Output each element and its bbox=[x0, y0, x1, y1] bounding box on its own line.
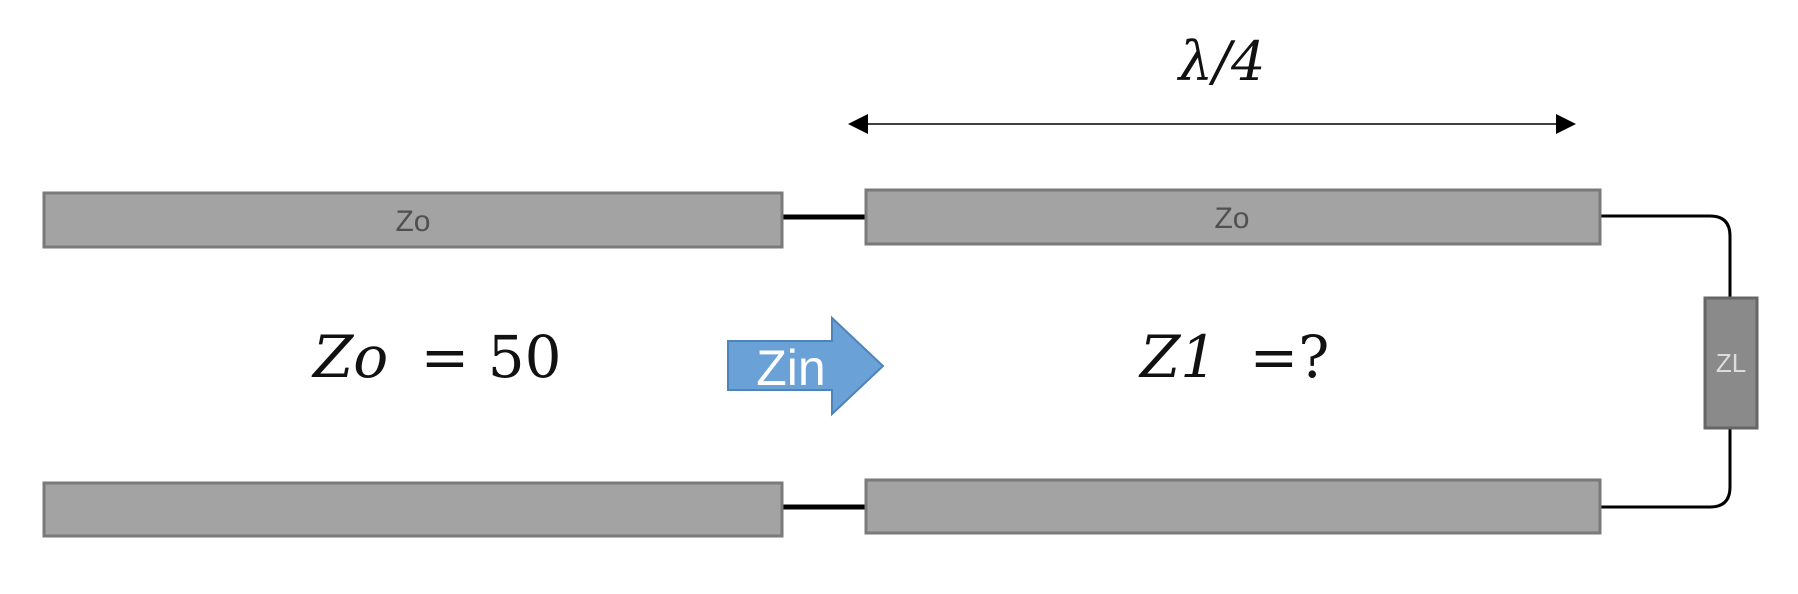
wire-to-load-top bbox=[1600, 214, 1732, 298]
input-arrow-label: Zin bbox=[756, 340, 825, 396]
line-segment-top-right bbox=[864, 188, 1602, 246]
line-label-top-left: Zo bbox=[395, 205, 430, 238]
load-box bbox=[1703, 296, 1759, 430]
zo-symbol: Zo bbox=[311, 323, 388, 391]
dimension-arrowhead-right bbox=[1556, 114, 1576, 134]
line-segment-bottom-right bbox=[864, 478, 1602, 535]
line-top-right: Zo bbox=[864, 188, 1602, 246]
line-bottom-left bbox=[42, 481, 784, 538]
dimension-arrowhead-left bbox=[848, 114, 868, 134]
z1-equation: Z1 =? bbox=[1138, 323, 1329, 391]
length-label: λ/4 bbox=[1177, 30, 1266, 93]
z1-symbol: Z1 bbox=[1138, 323, 1217, 391]
line-segment-top-left bbox=[42, 191, 784, 249]
quarter-wavelength-dimension: λ/4 bbox=[848, 30, 1576, 134]
load-impedance: ZL bbox=[1703, 296, 1759, 430]
line-top-left: Zo bbox=[42, 191, 784, 249]
z1-equals: =? bbox=[1250, 323, 1330, 391]
line-bottom-right bbox=[864, 478, 1602, 535]
zo-equation: Zo = 50 bbox=[311, 323, 562, 391]
block-arrow-shape bbox=[727, 315, 885, 417]
line-segment-bottom-left bbox=[42, 481, 784, 538]
wire-to-load-bottom bbox=[1600, 428, 1732, 509]
connecting-wires bbox=[782, 214, 1732, 510]
zo-equals: = 50 bbox=[421, 323, 562, 391]
load-label: ZL bbox=[1716, 348, 1746, 378]
line-label-top-right: Zo bbox=[1214, 202, 1249, 235]
input-impedance-arrow: Zin bbox=[727, 315, 885, 417]
